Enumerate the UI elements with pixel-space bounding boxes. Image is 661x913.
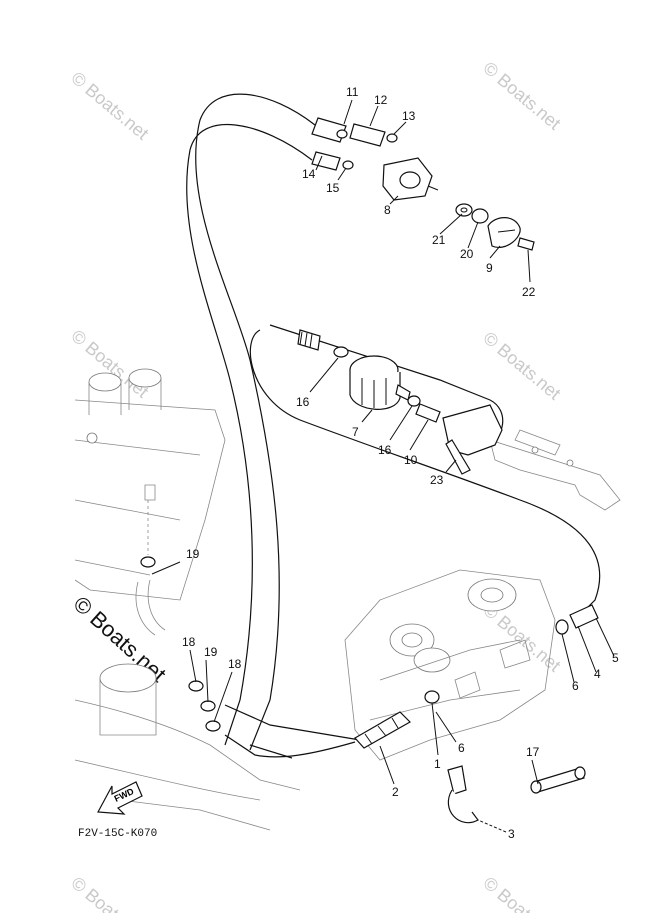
callout-5: 5	[612, 651, 619, 665]
callout-16-lower: 16	[378, 443, 392, 457]
callout-6-right: 6	[572, 679, 579, 693]
callout-23: 23	[430, 473, 444, 487]
hull-outline	[74, 368, 301, 831]
inlet-fitting	[555, 604, 599, 635]
vent-valve-assembly	[311, 117, 535, 251]
watermark-bottom-right: © Boats.net	[479, 873, 564, 913]
callout-18-left: 18	[182, 635, 196, 649]
callout-16-upper: 16	[296, 395, 310, 409]
callout-21: 21	[432, 233, 446, 247]
callout-20: 20	[460, 247, 474, 261]
joint-17	[530, 766, 586, 794]
callout-15: 15	[326, 181, 340, 195]
callout-14: 14	[302, 167, 316, 181]
callout-9: 9	[486, 261, 493, 275]
fuel-filter	[297, 329, 441, 423]
callout-labels: 11 12 13 14 15 8 21 20 9 22 16 7 16 10 2…	[182, 85, 619, 841]
callout-17: 17	[526, 745, 540, 759]
callout-19-lower: 19	[204, 645, 218, 659]
callout-1: 1	[434, 757, 441, 771]
callout-11: 11	[346, 85, 359, 99]
callout-22: 22	[522, 285, 536, 299]
callout-7: 7	[352, 425, 359, 439]
left-clamps	[140, 556, 221, 732]
callout-12: 12	[374, 93, 388, 107]
watermark-group: © Boats.net © Boats.net © Boats.net © Bo…	[67, 58, 564, 913]
mount-bracket	[489, 429, 621, 511]
watermark-mid-right: © Boats.net	[479, 328, 564, 404]
diagram-code: F2V-15C-K070	[78, 828, 157, 840]
leader-lines	[151, 99, 615, 833]
fwd-arrow: FWD	[97, 781, 143, 815]
clamp-3	[447, 765, 479, 824]
callout-19-upper: 19	[186, 547, 200, 561]
callout-13: 13	[402, 109, 416, 123]
callout-8: 8	[384, 203, 391, 217]
callout-4: 4	[594, 667, 601, 681]
watermark-top-left: © Boats.net	[67, 68, 152, 144]
callout-2: 2	[392, 785, 399, 799]
callout-6-left: 6	[458, 741, 465, 755]
callout-10: 10	[404, 453, 418, 467]
callout-3: 3	[508, 827, 515, 841]
fuel-hose-routing	[186, 93, 601, 759]
watermark-top-right: © Boats.net	[479, 58, 564, 134]
watermark-bottom-left: © Boats.net	[67, 873, 152, 913]
hose-joint	[354, 690, 440, 749]
hose-clip	[442, 404, 503, 475]
callout-18-right: 18	[228, 657, 242, 671]
